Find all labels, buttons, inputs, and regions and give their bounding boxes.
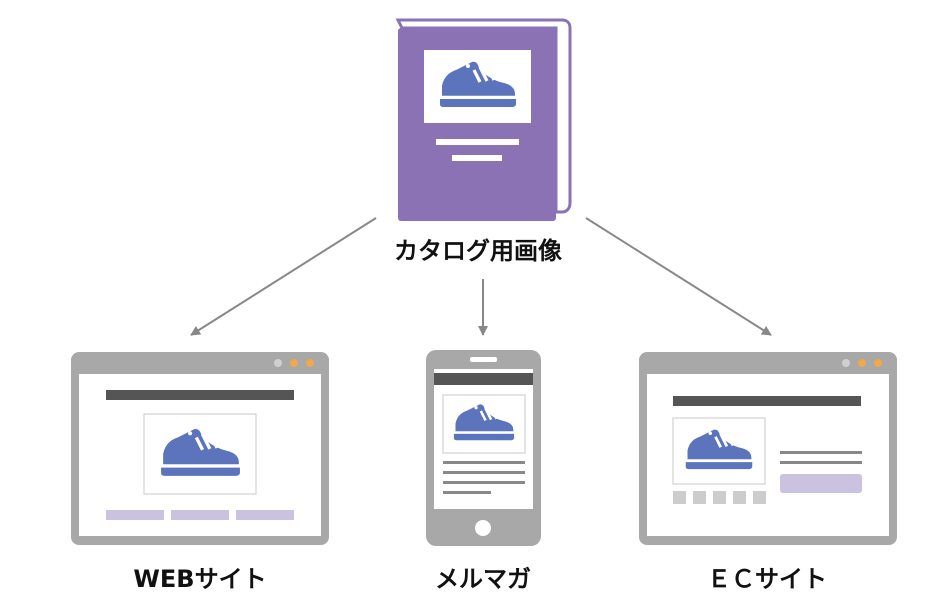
window-dot-icon — [842, 359, 850, 367]
nav-block — [236, 510, 294, 520]
ec-label: ＥＣサイト — [707, 565, 827, 593]
smartphone — [426, 350, 541, 546]
text-line — [443, 481, 525, 484]
ec-browser-window — [639, 352, 897, 545]
nav-block — [106, 510, 164, 520]
mail-label: メルマガ — [435, 565, 531, 593]
text-line — [443, 461, 525, 464]
window-dot-icon — [290, 359, 298, 367]
thumbnail — [713, 491, 726, 504]
catalog-book — [395, 18, 572, 221]
thumbnail — [693, 491, 706, 504]
header-bar — [106, 390, 294, 400]
web-browser-window — [71, 352, 329, 545]
window-dot-icon — [858, 359, 866, 367]
arrow-to-web — [190, 217, 377, 336]
text-line — [780, 451, 862, 454]
nav-block — [171, 510, 229, 520]
web-label: WEBサイト — [133, 565, 266, 593]
arrow-to-ec — [585, 217, 772, 336]
source-label: カタログ用画像 — [394, 237, 563, 265]
thumbnail — [753, 491, 766, 504]
phone-speaker — [470, 357, 497, 362]
book-title-line — [436, 139, 519, 145]
text-line — [443, 491, 491, 494]
text-line — [443, 471, 525, 474]
cart-button — [780, 474, 862, 493]
book-subtitle-line — [452, 155, 502, 161]
header-bar — [673, 396, 861, 406]
text-line — [780, 461, 862, 464]
home-button-icon — [475, 520, 491, 536]
header-bar — [434, 373, 533, 385]
book-pages — [395, 18, 572, 214]
window-dot-icon — [874, 359, 882, 367]
thumbnail — [733, 491, 746, 504]
window-dot-icon — [274, 359, 282, 367]
window-dot-icon — [306, 359, 314, 367]
thumbnail — [673, 491, 686, 504]
